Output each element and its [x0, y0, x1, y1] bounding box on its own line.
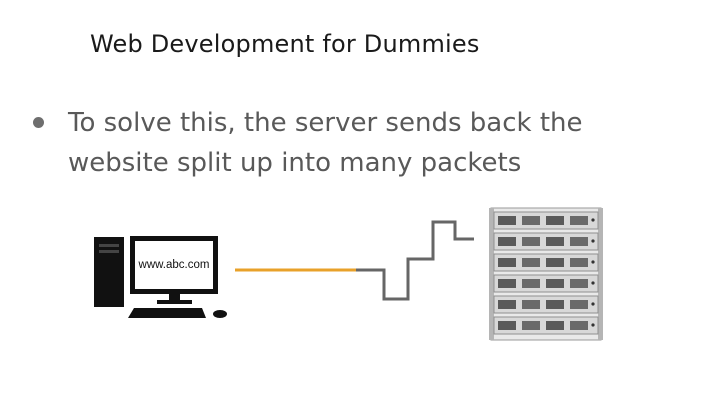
monitor-screen	[135, 241, 213, 289]
bullet-dot-icon	[33, 117, 44, 128]
mouse-icon	[213, 310, 227, 318]
bullet-text: To solve this, the server sends back the…	[68, 108, 583, 178]
packet-path-line	[356, 220, 474, 301]
slide-title: Web Development for Dummies	[90, 30, 480, 58]
keyboard-icon	[128, 308, 206, 318]
screen-url: www.abc.com	[138, 259, 210, 271]
server-rack-icon	[489, 207, 603, 341]
desktop-computer-icon: www.abc.com	[94, 236, 227, 318]
